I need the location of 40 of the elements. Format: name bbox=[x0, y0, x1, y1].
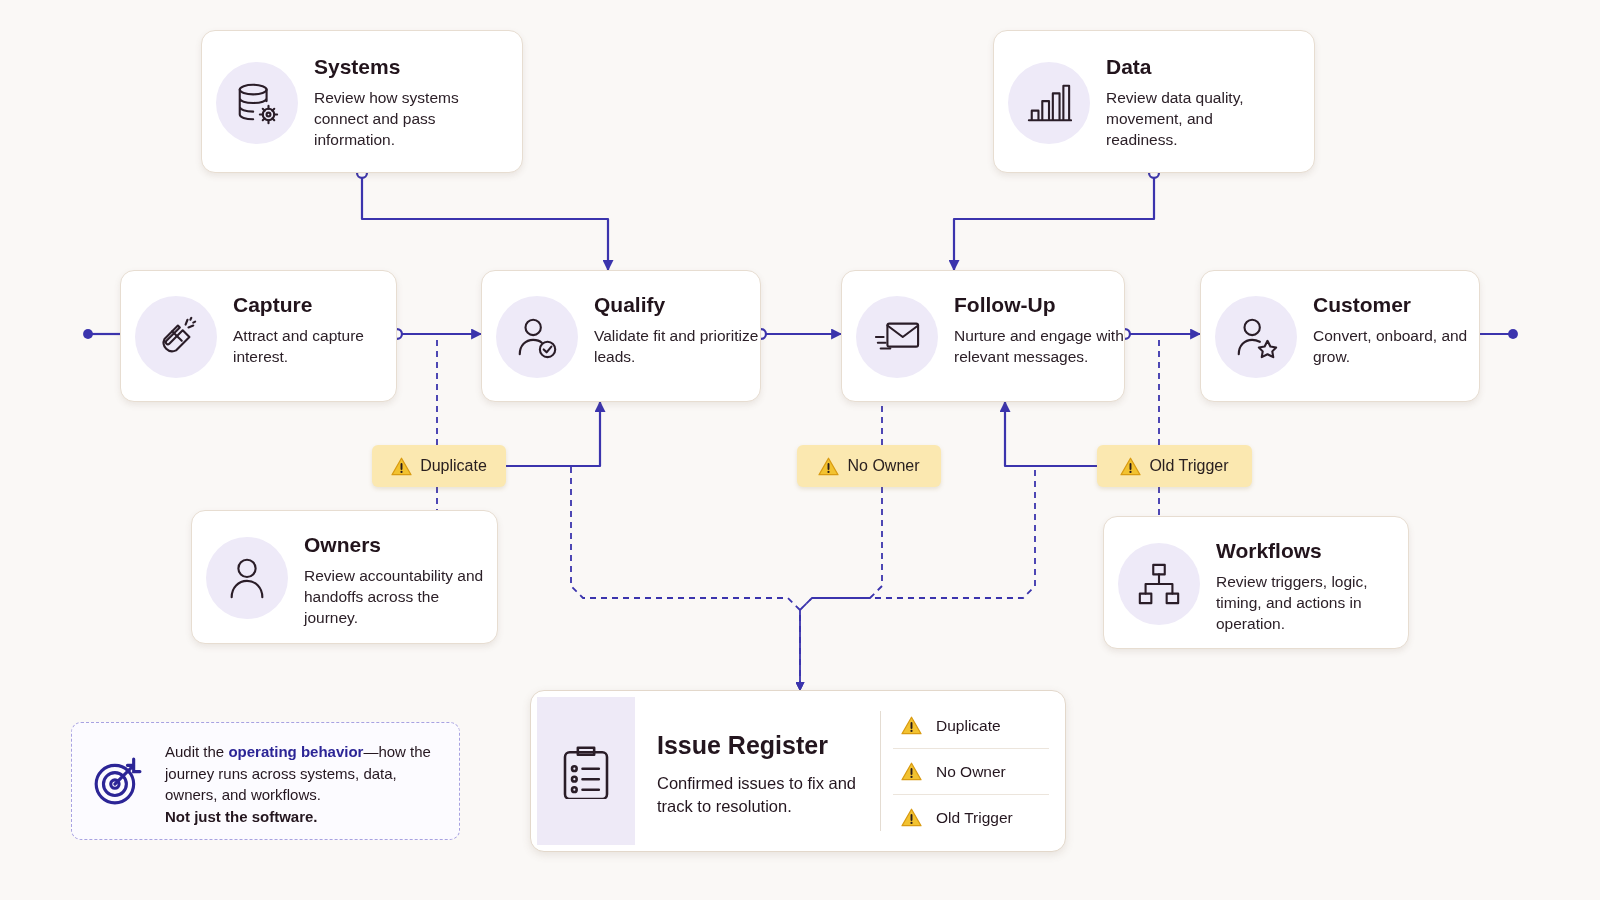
node-description: Convert, onboard, and grow. bbox=[1313, 326, 1469, 367]
tag-label: Duplicate bbox=[420, 457, 487, 475]
issue-tag bbox=[372, 445, 506, 487]
node-description: Review data quality, movement, and readiness. bbox=[1106, 88, 1245, 150]
node-description: Review triggers, logic, timing, and actions in operation. bbox=[1216, 572, 1369, 634]
dashed-connector bbox=[1158, 486, 1160, 517]
node-description: Attract and capture interest. bbox=[233, 326, 365, 367]
process-card bbox=[1200, 270, 1480, 402]
issue-item: No Owner bbox=[936, 762, 1006, 781]
node-description: Confirmed issues to fix and track to resolution. bbox=[657, 773, 857, 817]
node-title: Qualify bbox=[594, 293, 667, 317]
process-card bbox=[120, 270, 397, 402]
register-card bbox=[530, 690, 1066, 852]
node-description: Review accountability and handoffs across the journey. bbox=[304, 566, 485, 628]
process-card bbox=[1103, 516, 1409, 649]
node-title: Owners bbox=[304, 533, 383, 557]
process-card bbox=[191, 510, 498, 644]
process-card bbox=[993, 30, 1315, 173]
note-box bbox=[71, 722, 460, 840]
node-title: Data bbox=[1106, 55, 1153, 79]
process-card bbox=[481, 270, 761, 402]
issue-item: Duplicate bbox=[936, 716, 1001, 735]
node-title: Capture bbox=[233, 293, 314, 317]
issue-item: Old Trigger bbox=[936, 808, 1013, 827]
issue-tag bbox=[797, 445, 941, 487]
node-title: Customer bbox=[1313, 293, 1413, 317]
node-description: Review how systems connect and pass information. bbox=[314, 88, 460, 150]
note-text: Audit the operating behavior—how the journey runs across systems, data, owners, and workflows. bbox=[165, 742, 432, 805]
note-emphasis: Not just the software. bbox=[165, 806, 319, 827]
node-description: Validate fit and prioritize leads. bbox=[594, 326, 760, 367]
node-title: Follow-Up bbox=[954, 293, 1057, 317]
node-title: Issue Register bbox=[657, 731, 829, 760]
issue-tag bbox=[1097, 445, 1252, 487]
node-title: Workflows bbox=[1216, 539, 1323, 563]
process-card bbox=[201, 30, 523, 173]
node-description: Nurture and engage with relevant messages. bbox=[954, 326, 1125, 367]
tag-label: No Owner bbox=[847, 457, 920, 475]
process-card bbox=[841, 270, 1125, 402]
tag-label: Old Trigger bbox=[1149, 457, 1229, 475]
node-title: Systems bbox=[314, 55, 402, 79]
